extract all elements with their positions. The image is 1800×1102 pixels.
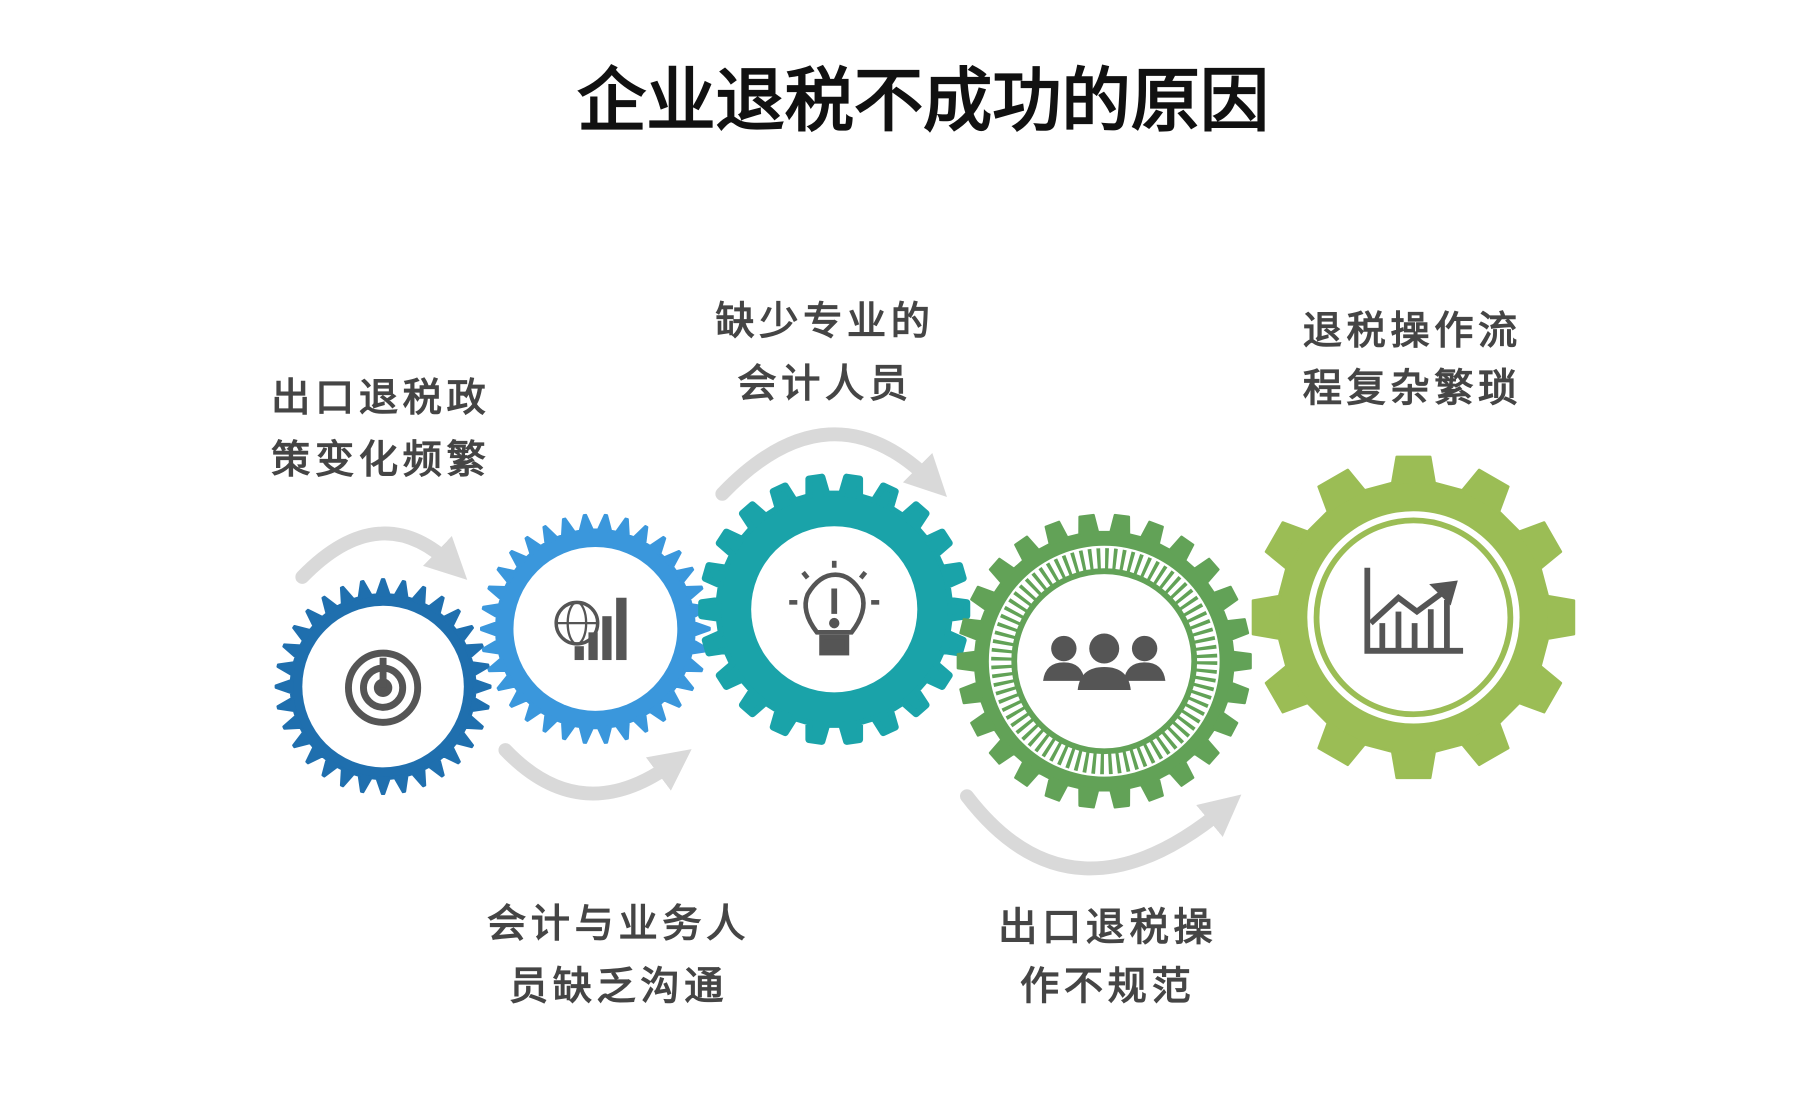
label-line: 会计与业务人 xyxy=(487,902,750,947)
target-icon xyxy=(344,649,422,726)
gear-inner-ring xyxy=(1313,517,1514,718)
arrow-1 xyxy=(295,526,468,584)
label-reason-5: 退税操作流 程复杂繁琐 xyxy=(1303,309,1522,412)
label-line: 缺少专业的 xyxy=(715,300,934,345)
globe-bar-chart-icon xyxy=(554,597,627,661)
lightbulb-icon xyxy=(789,560,880,656)
label-line: 退税操作流 xyxy=(1303,309,1522,354)
gear-inner-ring xyxy=(1011,568,1198,755)
label-line: 程复杂繁琐 xyxy=(1303,367,1522,412)
gear-ring-stripes xyxy=(991,548,1218,775)
label-line: 出口退税政 xyxy=(271,376,490,421)
label-line: 策变化频繁 xyxy=(271,438,490,483)
arrow-2 xyxy=(498,743,692,801)
label-reason-3: 缺少专业的 会计人员 xyxy=(715,300,934,407)
label-reason-2: 会计与业务人 员缺乏沟通 xyxy=(487,902,750,1009)
arrow-3 xyxy=(715,427,948,501)
label-line: 会计人员 xyxy=(737,362,912,407)
label-line: 出口退税操 xyxy=(998,905,1217,950)
label-line: 作不规范 xyxy=(1020,964,1195,1009)
page-title: 企业退税不成功的原因 xyxy=(577,62,1269,142)
gear-center-5 xyxy=(1307,511,1520,724)
label-line: 员缺乏沟通 xyxy=(509,964,728,1009)
team-icon xyxy=(1043,633,1166,691)
arrows xyxy=(295,427,1242,876)
label-reason-4: 出口退税操 作不规范 xyxy=(998,905,1217,1009)
label-reason-1: 出口退税政 策变化频繁 xyxy=(271,376,490,483)
growth-chart-icon xyxy=(1364,567,1464,654)
arrow-4 xyxy=(959,789,1242,876)
